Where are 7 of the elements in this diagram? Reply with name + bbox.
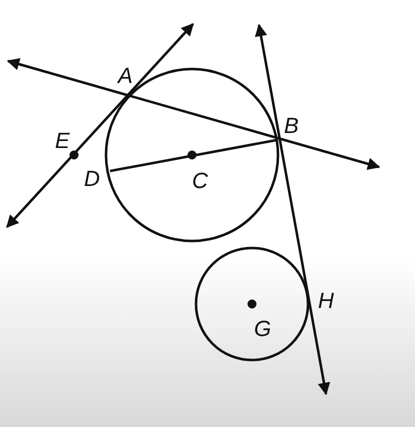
point-label: B (284, 115, 299, 137)
point-label: G (254, 318, 272, 340)
point-label: A (118, 65, 133, 87)
point-label: E (55, 130, 70, 152)
point-label: H (318, 290, 334, 312)
point-label: C (192, 170, 208, 192)
point-label: D (84, 168, 100, 190)
